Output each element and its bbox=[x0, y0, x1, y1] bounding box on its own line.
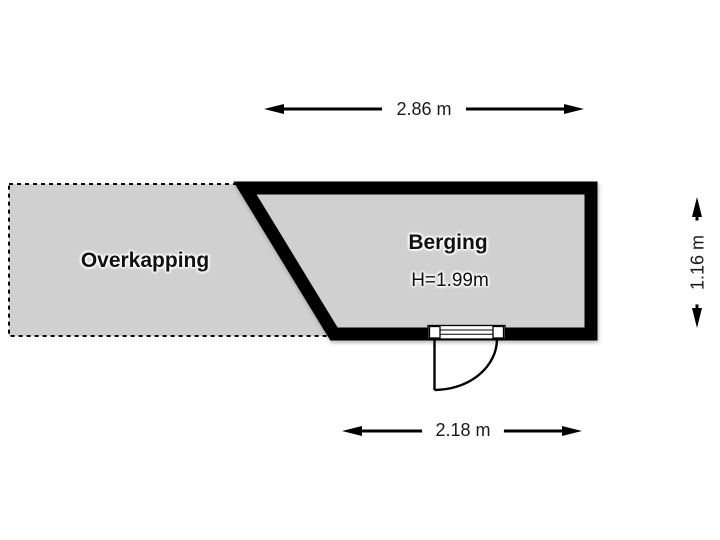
dim-right-arrowhead-bottom bbox=[692, 308, 702, 328]
door-jamb-right bbox=[492, 325, 505, 339]
dimension-label-top: 2.86 m bbox=[382, 96, 466, 122]
door-jamb-left bbox=[428, 325, 441, 339]
room-height-label: H=1.99m bbox=[411, 270, 489, 291]
room-label-overkapping: Overkapping bbox=[80, 249, 210, 272]
dimension-label-right: 1.16 m bbox=[684, 220, 712, 305]
dim-bottom-arrowhead-right bbox=[562, 426, 582, 436]
threshold-frame bbox=[427, 324, 506, 340]
door-swing-symbol bbox=[433, 338, 499, 392]
dimension-label-bottom: 2.18 m bbox=[422, 417, 504, 443]
dim-top-arrowhead-right bbox=[564, 104, 584, 114]
dim-bottom-arrowhead-left bbox=[342, 426, 362, 436]
door-threshold-symbol bbox=[427, 324, 506, 340]
door-swing-arc bbox=[434, 338, 499, 392]
berging-room bbox=[233, 181, 598, 341]
berging-walls bbox=[233, 181, 598, 341]
room-label-berging: Berging bbox=[408, 231, 488, 254]
dim-top-arrowhead-left bbox=[264, 104, 284, 114]
dim-right-arrowhead-top bbox=[692, 197, 702, 217]
